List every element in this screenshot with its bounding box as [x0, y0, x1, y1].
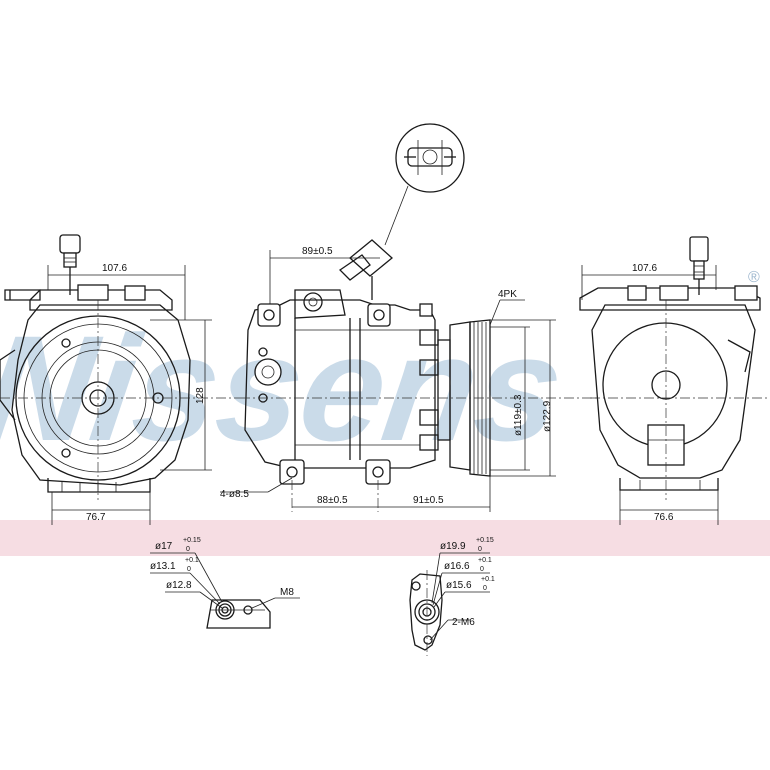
rear-bottom-width-label: 76.6 — [654, 512, 674, 523]
mount-spacing-right-label: 91±0.5 — [413, 495, 444, 506]
port-right-detail: ø19.9 +0.15 0 ø16.6 +0.1 0 ø15.6 +0.1 0 … — [409, 537, 495, 656]
port-right-d3: ø15.6 — [446, 580, 472, 591]
pulley-outer-dia-label: ø122.9 — [542, 400, 553, 432]
pulley-inner-dia-label: ø119±0.3 — [513, 394, 524, 436]
port-right-d2-tol-lower: 0 — [480, 566, 484, 573]
port-right-d2-tol-upper: +0.1 — [478, 557, 492, 564]
port-left-d3: ø12.8 — [166, 580, 192, 591]
port-right-d1: ø19.9 — [440, 541, 466, 552]
port-left-d2: ø13.1 — [150, 561, 176, 572]
port-left-thread: M8 — [280, 587, 294, 598]
port-right-d3-tol-upper: +0.1 — [481, 576, 495, 583]
registered-mark: ® — [748, 269, 760, 286]
port-left-d2-tol-upper: +0.1 — [185, 557, 199, 564]
port-left-d1: ø17 — [155, 541, 173, 552]
port-left-detail: ø17 +0.15 0 ø13.1 +0.1 0 ø12.8 M8 — [150, 537, 300, 629]
front-height-label: 128 — [195, 387, 206, 404]
mount-holes-label: 4-ø8.5 — [220, 489, 249, 500]
port-right-d1-tol-upper: +0.15 — [476, 537, 494, 544]
highlight-band — [0, 520, 770, 556]
port-left-d2-tol-lower: 0 — [187, 566, 191, 573]
watermark: Nissens ® — [0, 269, 760, 472]
port-left-d1-tol-upper: +0.15 — [183, 537, 201, 544]
belt-label: 4PK — [498, 289, 517, 300]
port-right-d3-tol-lower: 0 — [483, 585, 487, 592]
mount-spacing-left-label: 88±0.5 — [317, 495, 348, 506]
front-view: 107.6 128 76.7 — [0, 234, 240, 525]
rear-view: 107.6 76.6 — [579, 236, 770, 525]
front-width-label: 107.6 — [102, 263, 127, 274]
port-right-d1-tol-lower: 0 — [478, 546, 482, 553]
rear-width-label: 107.6 — [632, 263, 657, 274]
watermark-text: Nissens — [0, 305, 572, 472]
port-left-d1-tol-lower: 0 — [186, 546, 190, 553]
connector-offset-label: 89±0.5 — [302, 246, 333, 257]
port-right-d2: ø16.6 — [444, 561, 470, 572]
side-view: 89±0.5 — [220, 123, 600, 512]
port-right-thread: 2-M6 — [452, 617, 475, 628]
front-bottom-width-label: 76.7 — [86, 512, 106, 523]
